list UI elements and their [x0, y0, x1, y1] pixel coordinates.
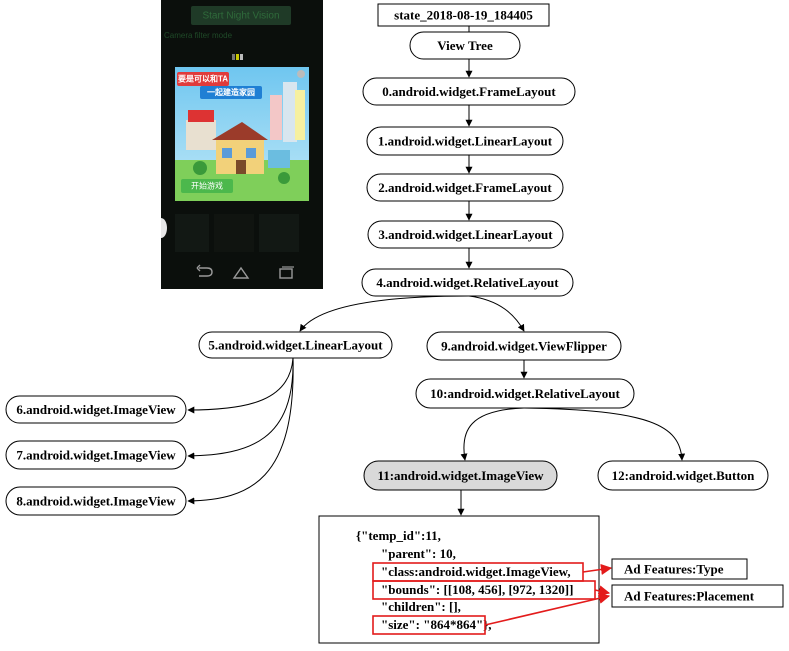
- ad-headline-1: 要是可以和TA: [178, 74, 228, 84]
- svg-text:12:android.widget.Button: 12:android.widget.Button: [612, 468, 756, 483]
- app-title: Start Night Vision: [202, 11, 279, 22]
- recents-icon[interactable]: [279, 268, 293, 279]
- app-subtitle: Camera filter mode: [164, 31, 233, 40]
- tree-node-8[interactable]: 8.android.widget.ImageView: [5, 486, 187, 516]
- svg-text:11:android.widget.ImageView: 11:android.widget.ImageView: [377, 468, 544, 483]
- svg-text:7.android.widget.ImageView: 7.android.widget.ImageView: [16, 448, 176, 463]
- svg-text:3.android.widget.LinearLayout: 3.android.widget.LinearLayout: [378, 227, 553, 242]
- tree-node-1[interactable]: 1.android.widget.LinearLayout: [366, 126, 564, 156]
- home-icon[interactable]: [232, 266, 250, 279]
- svg-text:2.android.widget.FrameLayout: 2.android.widget.FrameLayout: [378, 180, 552, 195]
- svg-text:state_2018-08-19_184405: state_2018-08-19_184405: [394, 8, 533, 23]
- ad-headline-2: 一起建造家园: [207, 87, 255, 97]
- tree-node-0[interactable]: 0.android.widget.FrameLayout: [362, 77, 576, 106]
- tree-node-3[interactable]: 3.android.widget.LinearLayout: [367, 220, 564, 249]
- back-icon[interactable]: [199, 267, 213, 277]
- tree-node-7[interactable]: 7.android.widget.ImageView: [5, 440, 187, 470]
- json-line-parent: "parent": 10,: [381, 546, 456, 561]
- ad-image[interactable]: 要是可以和TA 一起建造家园 开始游戏: [175, 67, 309, 201]
- svg-text:6.android.widget.ImageView: 6.android.widget.ImageView: [16, 402, 176, 417]
- tree-node-4[interactable]: 4.android.widget.RelativeLayout: [361, 268, 574, 297]
- svg-text:8.android.widget.ImageView: 8.android.widget.ImageView: [16, 494, 176, 509]
- ad-start-button[interactable]: [181, 179, 233, 193]
- tree-node-2[interactable]: 2.android.widget.FrameLayout: [366, 173, 564, 202]
- side-handle-icon[interactable]: [161, 218, 167, 238]
- tree-edges: [187, 26, 686, 516]
- svg-text:Ad Features:Type: Ad Features:Type: [624, 562, 724, 577]
- svg-text:View Tree: View Tree: [437, 38, 493, 53]
- ad-features-type: Ad Features:Type: [611, 558, 748, 580]
- svg-text:Ad Features:Placement: Ad Features:Placement: [624, 589, 755, 604]
- nav-bar: [196, 264, 294, 279]
- tree-node-10[interactable]: 10:android.widget.RelativeLayout: [415, 378, 635, 409]
- svg-text:5.android.widget.LinearLayout: 5.android.widget.LinearLayout: [208, 338, 383, 353]
- json-line-children: "children": [],: [381, 599, 461, 614]
- ad-features-placement: Ad Features:Placement: [611, 584, 784, 608]
- state-label: state_2018-08-19_184405: [377, 3, 550, 27]
- json-line-size: "size": "864*864"},: [381, 617, 492, 632]
- svg-text:0.android.widget.FrameLayout: 0.android.widget.FrameLayout: [382, 84, 556, 99]
- tree-node-11[interactable]: 11:android.widget.ImageView: [363, 460, 558, 491]
- svg-text:1.android.widget.LinearLayout: 1.android.widget.LinearLayout: [378, 134, 553, 149]
- svg-text:4.android.widget.RelativeLayou: 4.android.widget.RelativeLayout: [376, 275, 559, 290]
- tree-node-5[interactable]: 5.android.widget.LinearLayout: [198, 331, 393, 359]
- json-line-temp-id: {"temp_id":11,: [356, 528, 441, 543]
- svg-text:9.android.widget.ViewFlipper: 9.android.widget.ViewFlipper: [441, 339, 607, 354]
- tree-node-6[interactable]: 6.android.widget.ImageView: [5, 395, 187, 424]
- phone-screenshot: Start Night Vision Camera filter mode: [161, 0, 323, 289]
- tree-node-9[interactable]: 9.android.widget.ViewFlipper: [426, 331, 622, 361]
- node-json-box: {"temp_id":11, "parent": 10, "class:andr…: [318, 515, 600, 644]
- feature-arrows: [484, 563, 613, 626]
- svg-text:10:android.widget.RelativeLayo: 10:android.widget.RelativeLayout: [430, 386, 620, 401]
- ad-start-button-label: 开始游戏: [191, 181, 223, 191]
- json-line-class: "class:android.widget.ImageView,: [381, 564, 571, 579]
- view-tree-root[interactable]: View Tree: [409, 31, 521, 60]
- tree-node-12[interactable]: 12:android.widget.Button: [597, 460, 769, 491]
- json-line-bounds: "bounds": [[108, 456], [972, 1320]]: [381, 582, 573, 597]
